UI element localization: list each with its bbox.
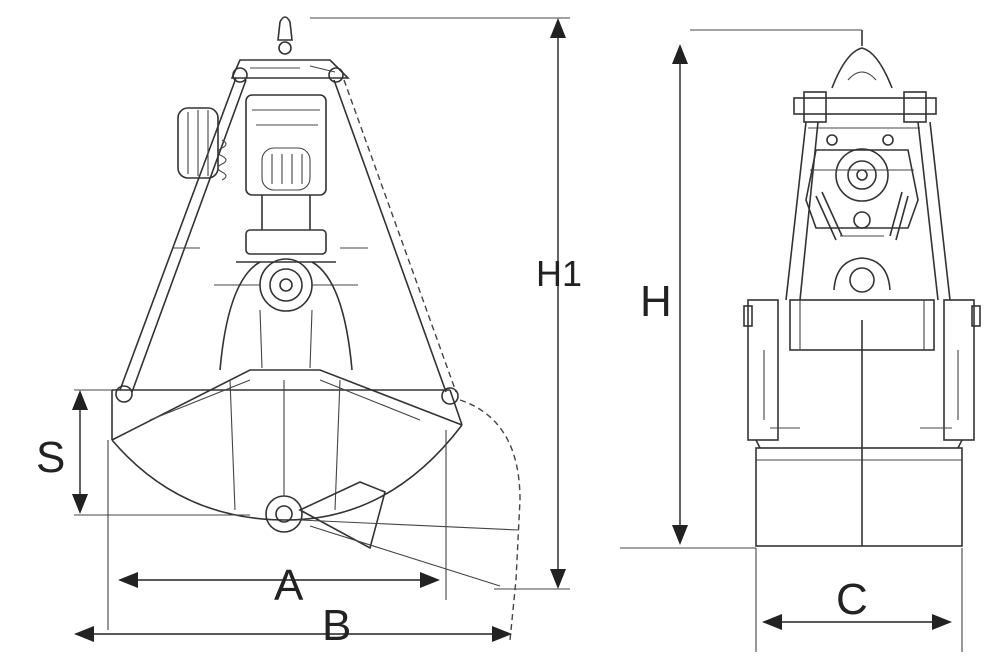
side-view-drawing — [74, 16, 570, 641]
front-view-drawing — [620, 29, 981, 652]
h-dimension: H — [640, 44, 688, 545]
a-label: A — [274, 561, 304, 610]
b-dimension: B — [74, 601, 512, 650]
h-label: H — [640, 277, 672, 326]
h1-label: H1 — [536, 253, 582, 294]
c-label: C — [836, 575, 868, 624]
h1-dimension: H1 — [536, 18, 582, 589]
c-dimension: C — [762, 575, 952, 630]
a-dimension: A — [118, 561, 440, 610]
s-label: S — [36, 433, 65, 482]
b-label: B — [322, 601, 351, 650]
s-dimension: S — [36, 390, 88, 514]
